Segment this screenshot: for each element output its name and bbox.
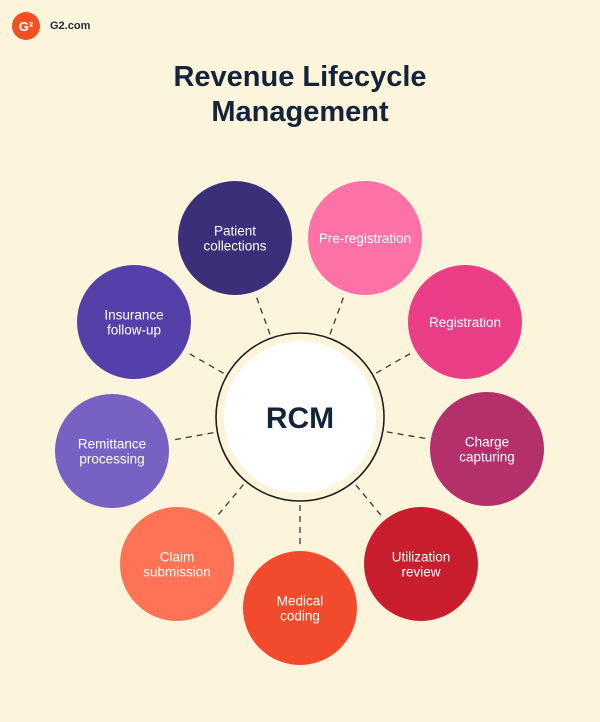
title-line-1: Revenue Lifecycle [173, 61, 427, 93]
node-circle-registration [408, 265, 522, 379]
node-label-utilization-review: Utilization [392, 550, 451, 565]
connector-pre-registration [329, 295, 345, 335]
node-label-medical-coding: Medical [277, 594, 324, 609]
connector-utilization-review [355, 484, 383, 518]
connector-registration [375, 351, 413, 374]
node-label-insurance-follow-up: Insurance [104, 308, 163, 323]
node-circle-patient-collections [178, 181, 292, 295]
node-circle-medical-coding [243, 551, 357, 665]
center-outer-ring [215, 332, 385, 502]
node-label-remittance-processing: processing [79, 452, 144, 467]
node-label-remittance-processing: Remittance [78, 437, 146, 452]
center-label: RCM [266, 402, 334, 435]
node-label-claim-submission: Claim [160, 550, 195, 565]
connector-lines [171, 295, 427, 547]
connector-remittance-processing [171, 432, 214, 441]
node-registration: Registration [408, 265, 522, 379]
page-title: Revenue Lifecycle Management [0, 60, 600, 130]
title-line-2: Management [211, 96, 389, 128]
brand: G² G2.com [12, 12, 90, 40]
center-circle [224, 341, 376, 493]
node-circle-insurance-follow-up [77, 265, 191, 379]
connector-insurance-follow-up [186, 351, 224, 374]
connector-patient-collections [255, 295, 271, 335]
node-circle-claim-submission [120, 507, 234, 621]
node-pre-registration: Pre-registration [308, 181, 422, 295]
node-circle-utilization-review [364, 507, 478, 621]
node-label-pre-registration: Pre-registration [319, 231, 411, 246]
connector-claim-submission [215, 484, 245, 518]
node-label-patient-collections: Patient [214, 224, 256, 239]
g2-logo-icon: G² [12, 12, 40, 40]
node-label-utilization-review: review [401, 565, 440, 580]
node-label-registration: Registration [429, 315, 501, 330]
center-hub: RCM [215, 332, 385, 502]
node-label-claim-submission: submission [143, 565, 211, 580]
node-circle-remittance-processing [55, 394, 169, 508]
brand-site: G2.com [50, 20, 91, 32]
node-label-charge-capturing: Charge [465, 435, 509, 450]
node-label-insurance-follow-up: follow-up [107, 323, 161, 338]
node-circle-charge-capturing [430, 392, 544, 506]
node-label-medical-coding: coding [280, 609, 320, 624]
node-circle-pre-registration [308, 181, 422, 295]
node-label-charge-capturing: capturing [459, 450, 515, 465]
connector-charge-capturing [386, 431, 427, 440]
node-label-patient-collections: collections [203, 239, 266, 254]
